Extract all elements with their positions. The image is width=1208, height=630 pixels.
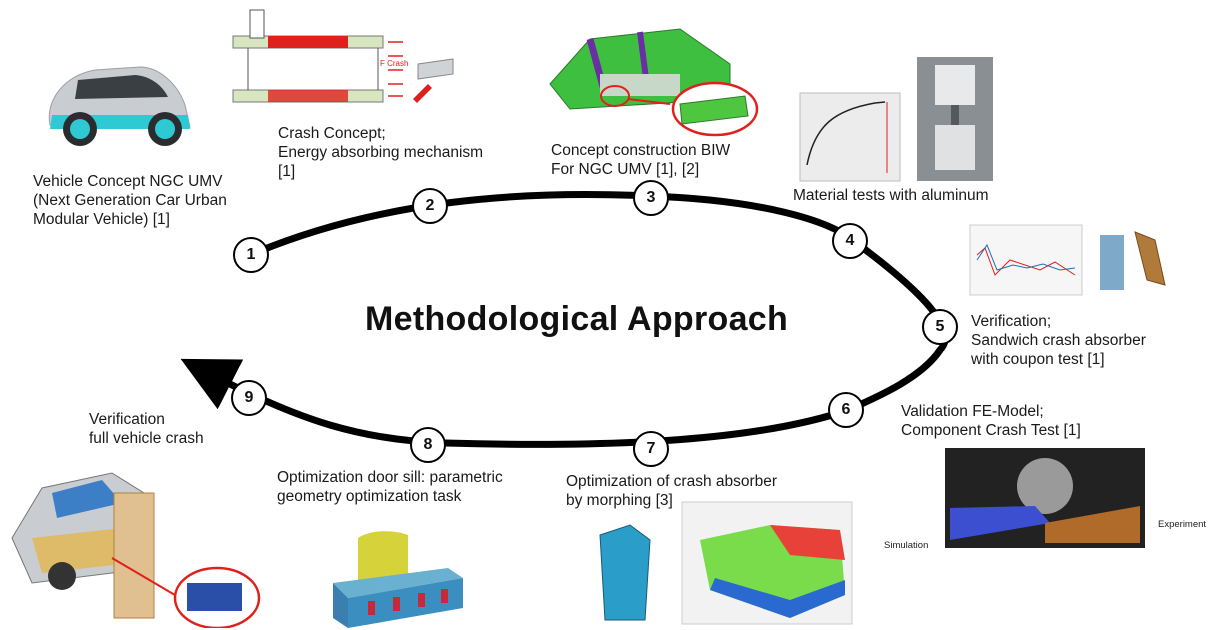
step-node-2: 2 xyxy=(412,188,448,224)
step-label-7: Optimization of crash absorber by morphi… xyxy=(566,473,778,509)
step-label-5: Verification; Sandwich crash absorber wi… xyxy=(971,313,1146,368)
step-node-6: 6 xyxy=(828,392,864,428)
step-label-2: Crash Concept; Energy absorbing mechanis… xyxy=(278,125,484,180)
diagram-title: Methodological Approach xyxy=(365,300,789,338)
morphing-image xyxy=(599,501,853,625)
step-node-9: 9 xyxy=(231,380,267,416)
material-test-image xyxy=(799,57,993,182)
crash-experiment-label: Experiment xyxy=(1158,519,1207,530)
biw-image xyxy=(549,28,759,137)
step-label-8: Optimization door sill: parametric geome… xyxy=(277,469,503,505)
concept-car-image xyxy=(48,66,191,146)
step-node-1: 1 xyxy=(233,237,269,273)
crash-simulation-label: Simulation xyxy=(884,540,929,551)
step-node-8: 8 xyxy=(410,427,446,463)
step-label-1: Vehicle Concept NGC UMV (Next Generation… xyxy=(33,173,227,228)
full-vehicle-crash-image xyxy=(11,472,261,628)
step-node-5: 5 xyxy=(922,309,958,345)
step-label-9: Verification full vehicle crash xyxy=(89,411,204,447)
step-label-3: Concept construction BIW For NGC UMV [1]… xyxy=(551,142,731,178)
component-crash-image xyxy=(945,448,1145,548)
crash-concept-image: F Crash xyxy=(232,9,454,103)
step-node-3: 3 xyxy=(633,180,669,216)
step-label-6: Validation FE-Model; Component Crash Tes… xyxy=(901,403,1081,439)
step-node-4: 4 xyxy=(832,223,868,259)
verification-image xyxy=(969,224,1166,296)
door-sill-image xyxy=(333,531,463,628)
step-node-7: 7 xyxy=(633,431,669,467)
force-label: F Crash xyxy=(380,59,408,68)
step-label-4: Material tests with aluminum xyxy=(793,187,989,204)
